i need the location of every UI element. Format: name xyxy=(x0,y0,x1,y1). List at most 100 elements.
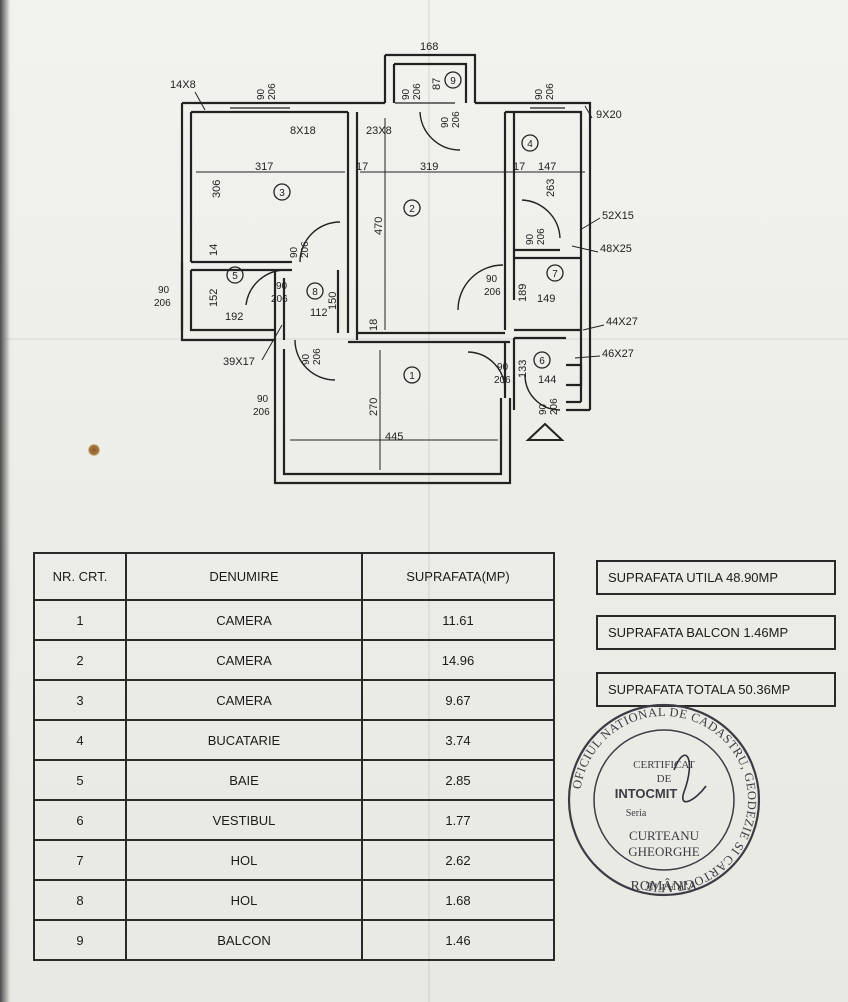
wall-7-6 xyxy=(514,328,581,340)
row-number: 9 xyxy=(33,919,127,961)
door-swing-hall8 xyxy=(294,339,336,381)
stamp-line-6: GHEORGHE xyxy=(628,844,700,859)
wall-3-5 xyxy=(191,260,292,272)
table-row: 7 HOL 2.62 xyxy=(33,839,555,881)
door-label-balcony: 90206 xyxy=(440,111,462,128)
dim-balcony-width: 168 xyxy=(420,41,438,53)
door-swing-kitchen xyxy=(521,199,561,239)
room-number-3: 3 xyxy=(279,188,285,199)
room-number-5: 5 xyxy=(232,271,238,282)
dim-opening-9x20: 9X20 xyxy=(596,109,622,121)
room-number-2: 2 xyxy=(409,204,415,215)
row-name: HOL xyxy=(125,879,363,921)
row-area: 1.77 xyxy=(361,799,555,841)
row-name: BAIE xyxy=(125,759,363,801)
row-number: 2 xyxy=(33,639,127,681)
dim-room6-height: 133 xyxy=(517,360,529,378)
outer-wall-top-right xyxy=(475,101,592,410)
row-number: 4 xyxy=(33,719,127,761)
row-number: 8 xyxy=(33,879,127,921)
stamp-line-5: CURTEANU xyxy=(629,828,700,843)
room-circle-1 xyxy=(403,366,421,384)
row-area: 1.46 xyxy=(361,919,555,961)
header-denumire: DENUMIRE xyxy=(125,552,363,601)
table-header-row: NR. CRT. DENUMIRE SUPRAFATA(MP) xyxy=(33,552,555,601)
dim-opening-52x15: 52X15 xyxy=(602,210,634,222)
wall-2-1 xyxy=(348,331,510,344)
paper-fold-horizontal xyxy=(0,338,848,340)
dim-room7-width: 149 xyxy=(537,293,555,305)
door-swing-room1 xyxy=(467,351,506,391)
wall-3-2 xyxy=(346,112,359,340)
paper-fold-vertical xyxy=(428,0,430,1002)
dim-room1-height: 270 xyxy=(368,398,380,416)
row-area: 9.67 xyxy=(361,679,555,721)
room-circle-6 xyxy=(533,351,551,369)
door-label-kitchen-top: 90206 xyxy=(534,83,556,100)
door-swing-bath xyxy=(245,269,287,306)
dim-room2-height: 470 xyxy=(373,217,385,235)
outer-wall-left-lower xyxy=(180,262,275,342)
paper-stain xyxy=(88,444,100,456)
door-swing-entry xyxy=(524,374,561,411)
room-circle-9 xyxy=(444,71,462,89)
signature-scribble xyxy=(673,754,707,803)
row-name: BALCON xyxy=(125,919,363,961)
stamp-line-4: Seria xyxy=(626,808,647,819)
row-number: 1 xyxy=(33,599,127,641)
dim-room4-width: 147 xyxy=(538,161,556,173)
outer-wall-bottom-right xyxy=(566,400,590,412)
row-name: HOL xyxy=(125,839,363,881)
stamp-line-3: INTOCMIT xyxy=(615,786,678,801)
row-number: 6 xyxy=(33,799,127,841)
dim-room2-width: 319 xyxy=(420,161,438,173)
dim-room6-width: 144 xyxy=(538,374,556,386)
wall-5-8 xyxy=(273,270,286,340)
room6-stair xyxy=(566,363,583,387)
room-number-1: 1 xyxy=(409,371,415,382)
stamp-line-1: CERTIFICAT xyxy=(633,759,695,771)
dim-room5-width: 192 xyxy=(225,311,243,323)
dim-opening-14x8: 14X8 xyxy=(170,79,196,91)
row-area: 3.74 xyxy=(361,719,555,761)
dim-col-23x8: 23X8 xyxy=(366,125,392,137)
stamp-country: ROMÂNIA xyxy=(631,877,699,894)
dim-wall-18: 18 xyxy=(368,319,380,331)
row-name: CAMERA xyxy=(125,639,363,681)
balcony-outline xyxy=(383,53,477,103)
outer-wall-left-lower-inner xyxy=(189,270,275,332)
door-label-entry: 90206 xyxy=(538,398,560,415)
room-circle-8 xyxy=(306,282,324,300)
window-kitchen xyxy=(530,102,565,109)
room-number-6: 6 xyxy=(539,356,545,367)
wall-4-7 xyxy=(514,248,581,260)
dim-opening-46x27: 46X27 xyxy=(602,348,634,360)
row-area: 2.85 xyxy=(361,759,555,801)
window-room3 xyxy=(230,102,290,109)
door-swing-hall7 xyxy=(457,264,504,311)
dim-room3-height: 306 xyxy=(211,180,223,198)
wall-2-4 xyxy=(503,112,516,330)
table-row: 5 BAIE 2.85 xyxy=(33,759,555,801)
room-number-8: 8 xyxy=(312,287,318,298)
door-label-hall8: 90206 xyxy=(301,348,323,365)
door-label-kitchen: 90206 xyxy=(525,228,547,245)
summary-balcony-area: SUPRAFATA BALCON 1.46MP xyxy=(596,615,836,650)
table-row: 3 CAMERA 9.67 xyxy=(33,679,555,721)
row-area: 2.62 xyxy=(361,839,555,881)
wall-8-2 xyxy=(336,262,350,333)
dim-room8-width: 112 xyxy=(310,307,328,319)
row-name: BUCATARIE xyxy=(125,719,363,761)
stamp-line-2: DE xyxy=(657,773,672,785)
door-swing-balcony xyxy=(419,111,461,151)
dim-opening-44x27: 44X27 xyxy=(606,316,638,328)
room-circle-2 xyxy=(403,199,421,217)
room-number-9: 9 xyxy=(450,76,456,87)
dim-room4-height: 263 xyxy=(545,179,557,197)
row-name: VESTIBUL xyxy=(125,799,363,841)
official-stamp: OFICIUL NATIONAL DE CADASTRU, GEODEZIE S… xyxy=(566,700,762,906)
